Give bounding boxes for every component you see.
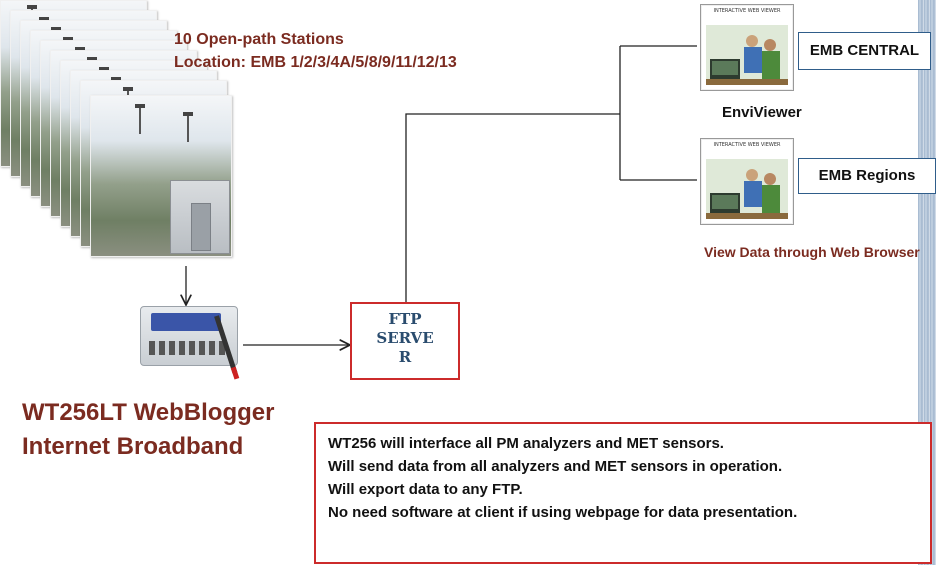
logger-subtitle: Internet Broadband <box>22 433 244 460</box>
enviviewer-caption: EnviViewer <box>722 104 802 121</box>
regions-workstation-image: INTERACTIVE WEB VIEWER <box>700 138 794 225</box>
ftp-server-box: FTP SERVE R <box>350 302 460 380</box>
people-at-computer-icon <box>706 35 788 85</box>
central-workstation-image: INTERACTIVE WEB VIEWER <box>700 4 794 91</box>
emb-central-label: EMB CENTRAL <box>798 32 931 70</box>
features-note-box: WT256 will interface all PM analyzers an… <box>314 422 932 564</box>
screen-header: INTERACTIVE WEB VIEWER <box>713 8 781 14</box>
note-line: Will send data from all analyzers and ME… <box>328 458 783 475</box>
emb-regions-label: EMB Regions <box>798 158 936 194</box>
station-shelter <box>170 180 230 254</box>
ftp-line-3: R <box>398 348 412 366</box>
logger-caption: WT256LT WebBlogger Internet Broadband <box>22 396 274 464</box>
people-at-computer-icon <box>706 169 788 219</box>
note-line: Will export data to any FTP. <box>328 481 523 498</box>
ftp-line-2: SERVE <box>376 329 434 347</box>
line-ftp-to-clients <box>405 113 620 302</box>
note-line: No need software at client if using webp… <box>328 504 798 521</box>
browser-caption: View Data through Web Browser <box>704 244 920 260</box>
stations-caption: 10 Open-path Stations Location: EMB 1/2/… <box>174 28 457 74</box>
screen-header: INTERACTIVE WEB VIEWER <box>713 142 781 148</box>
note-line: WT256 will interface all PM analyzers an… <box>328 435 724 452</box>
logger-title: WT256LT WebBlogger <box>22 399 275 426</box>
stations-count: 10 Open-path Stations <box>174 31 344 48</box>
ftp-line-1: FTP <box>388 310 422 328</box>
stations-location: Location: EMB 1/2/3/4A/5/8/9/11/12/13 <box>174 54 457 71</box>
